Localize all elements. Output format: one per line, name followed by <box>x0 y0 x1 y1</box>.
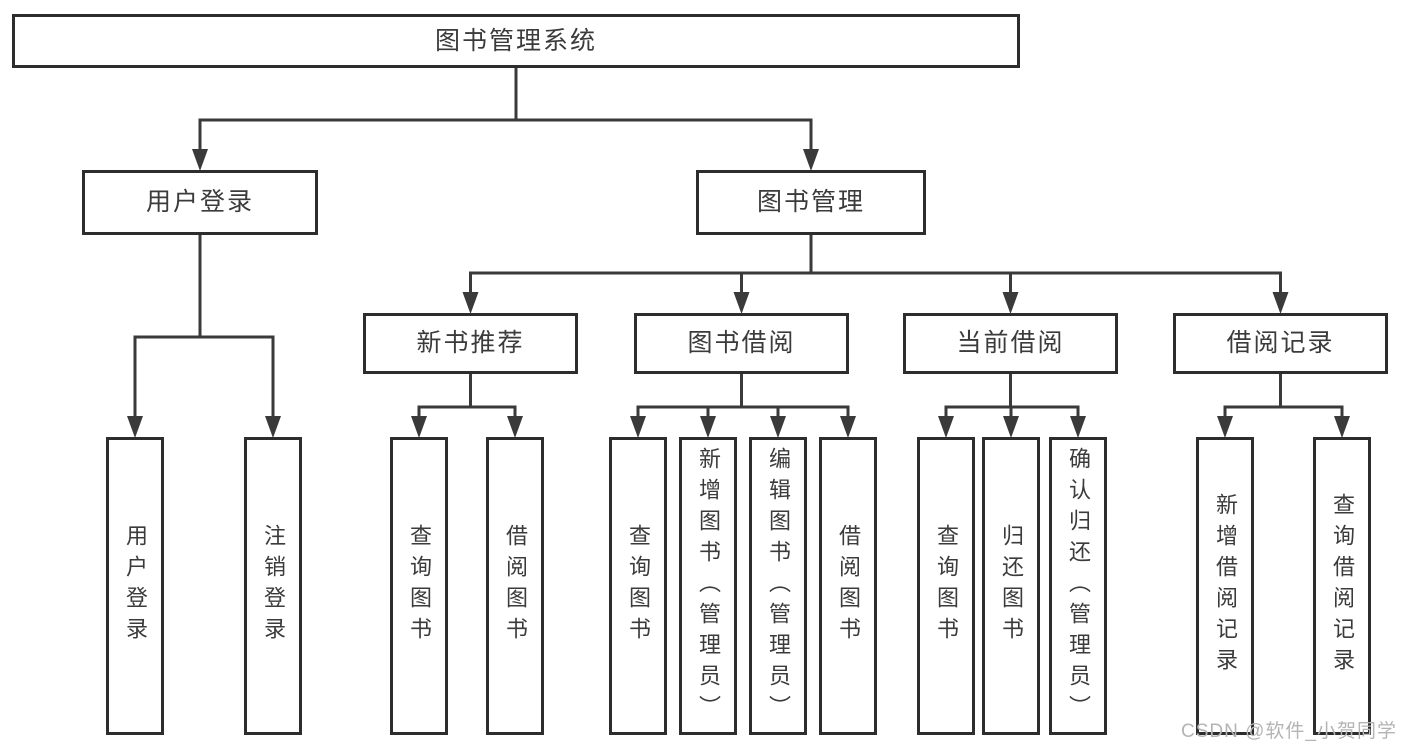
node-leaf-user-login: 用户登录 <box>106 437 164 735</box>
node-leaf-bb-borrow: 借阅图书 <box>819 437 877 735</box>
arrowhead-icon <box>192 149 208 171</box>
arrowhead-icon <box>411 416 427 438</box>
arrowhead-icon <box>1272 292 1289 314</box>
node-leaf-br-query: 查询借阅记录 <box>1313 437 1371 735</box>
node-leaf-cb-query: 查询图书 <box>917 437 975 735</box>
node-leaf-cb-return: 归还图书 <box>982 437 1040 735</box>
arrowhead-icon <box>1003 416 1019 438</box>
node-current-borrow: 当前借阅 <box>903 313 1118 374</box>
arrowhead-icon <box>700 416 716 438</box>
arrowhead-icon <box>1070 416 1086 438</box>
arrowhead-icon <box>462 292 479 314</box>
arrowhead-icon <box>127 416 143 438</box>
node-leaf-bb-edit: 编辑图书（管理员） <box>749 437 807 735</box>
arrowhead-icon <box>770 416 786 438</box>
node-leaf-logout: 注销登录 <box>244 437 302 735</box>
arrowhead-icon <box>840 416 856 438</box>
arrowhead-icon <box>733 292 750 314</box>
arrowhead-icon <box>507 416 523 438</box>
arrowhead-icon <box>265 416 281 438</box>
node-root: 图书管理系统 <box>12 14 1020 68</box>
arrowhead-icon <box>938 416 954 438</box>
watermark: CSDN @软件_小贺同学 <box>1181 721 1397 742</box>
arrowhead-icon <box>630 416 646 438</box>
node-leaf-new-query: 查询图书 <box>390 437 448 735</box>
node-leaf-bb-query: 查询图书 <box>609 437 667 735</box>
node-new-books: 新书推荐 <box>363 313 578 374</box>
arrowhead-icon <box>803 149 819 171</box>
node-borrow-records: 借阅记录 <box>1173 313 1388 374</box>
node-user-login: 用户登录 <box>82 170 318 235</box>
arrowhead-icon <box>1217 416 1233 438</box>
node-book-borrow: 图书借阅 <box>634 313 849 374</box>
arrowhead-icon <box>1002 292 1019 314</box>
node-leaf-cb-confirm: 确认归还（管理员） <box>1049 437 1107 735</box>
node-book-mgmt: 图书管理 <box>696 170 926 235</box>
node-leaf-br-add: 新增借阅记录 <box>1196 437 1254 735</box>
node-leaf-new-borrow: 借阅图书 <box>486 437 544 735</box>
arrowhead-icon <box>1334 416 1350 438</box>
node-leaf-bb-add: 新增图书（管理员） <box>679 437 737 735</box>
